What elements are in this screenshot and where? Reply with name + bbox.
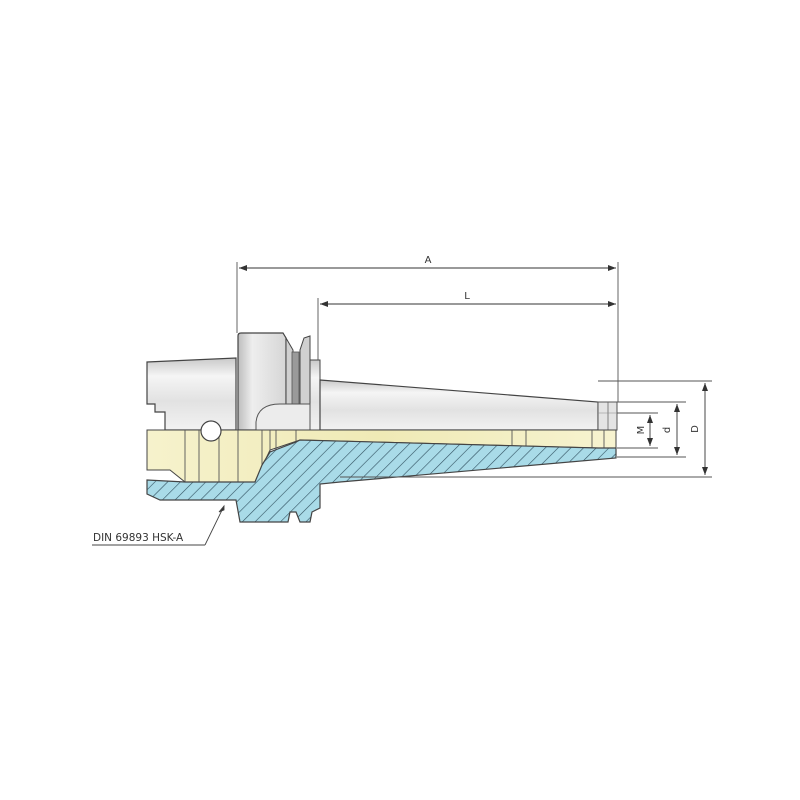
dimensions <box>236 262 712 478</box>
hsk-shank <box>146 357 237 431</box>
neck <box>309 359 321 431</box>
dimension-label-l: L <box>464 291 470 302</box>
callout-leader <box>92 504 225 546</box>
exterior-half <box>146 332 618 431</box>
dimension-label-a: A <box>425 255 432 266</box>
tapered-body <box>319 379 599 431</box>
cross-hole <box>200 420 222 442</box>
dimension-label-d-large: D <box>690 425 701 433</box>
dimension-label-m: M <box>636 426 647 435</box>
nose <box>597 401 618 431</box>
dimension-label-d-small: d <box>662 427 673 433</box>
hatched-section <box>146 439 617 523</box>
section-half <box>146 420 617 523</box>
collar-fillet <box>255 403 311 431</box>
standard-callout-label: DIN 69893 HSK-A <box>93 532 184 544</box>
